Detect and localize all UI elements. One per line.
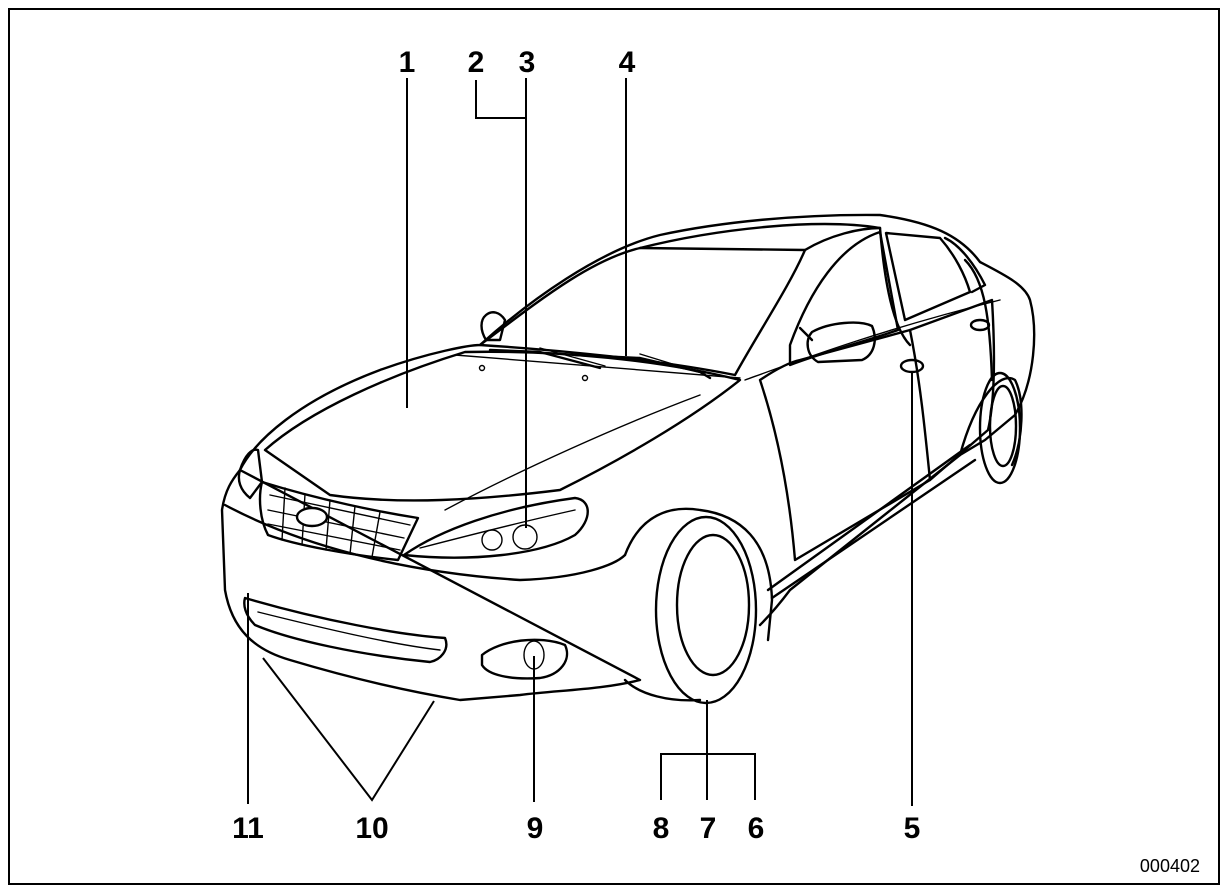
front-door-handle: [899, 358, 925, 374]
windshield-wipers: [488, 348, 712, 380]
label-7: 7: [700, 812, 717, 845]
label-10: 10: [355, 812, 388, 845]
hood: [263, 350, 742, 502]
callout-labels: 1 2 3 4 11 10 9 8 7 6 5: [232, 46, 920, 845]
side-sill: [766, 443, 977, 600]
label-6: 6: [748, 812, 765, 845]
front-rim: [675, 533, 751, 677]
leader-2: [475, 80, 526, 119]
leader-lines: [247, 78, 913, 806]
leader-10: [262, 657, 435, 802]
headlight: [402, 496, 589, 559]
fog-light: [480, 638, 569, 680]
front-door: [758, 328, 932, 562]
lower-intake: [243, 596, 448, 664]
rear-door-window: [884, 231, 972, 322]
right-side-mirror: [806, 321, 876, 364]
front-tire: [654, 515, 758, 705]
figure-frame: [8, 8, 1220, 885]
rear-tire: [978, 371, 1022, 485]
windshield: [478, 246, 807, 377]
car-illustration: [220, 213, 1036, 705]
label-5: 5: [904, 812, 921, 845]
rear-door-handle: [969, 318, 991, 332]
label-4: 4: [619, 46, 636, 79]
label-1: 1: [399, 46, 416, 79]
label-3: 3: [519, 46, 536, 79]
label-11: 11: [232, 812, 264, 845]
front-wheel-arch: [623, 507, 774, 642]
label-8: 8: [653, 812, 670, 845]
emblem: [295, 506, 329, 528]
label-9: 9: [527, 812, 544, 845]
left-side-mirror: [480, 311, 507, 342]
front-bumper: [223, 503, 627, 582]
figure-code: 000402: [1140, 856, 1200, 876]
label-2: 2: [468, 46, 485, 79]
